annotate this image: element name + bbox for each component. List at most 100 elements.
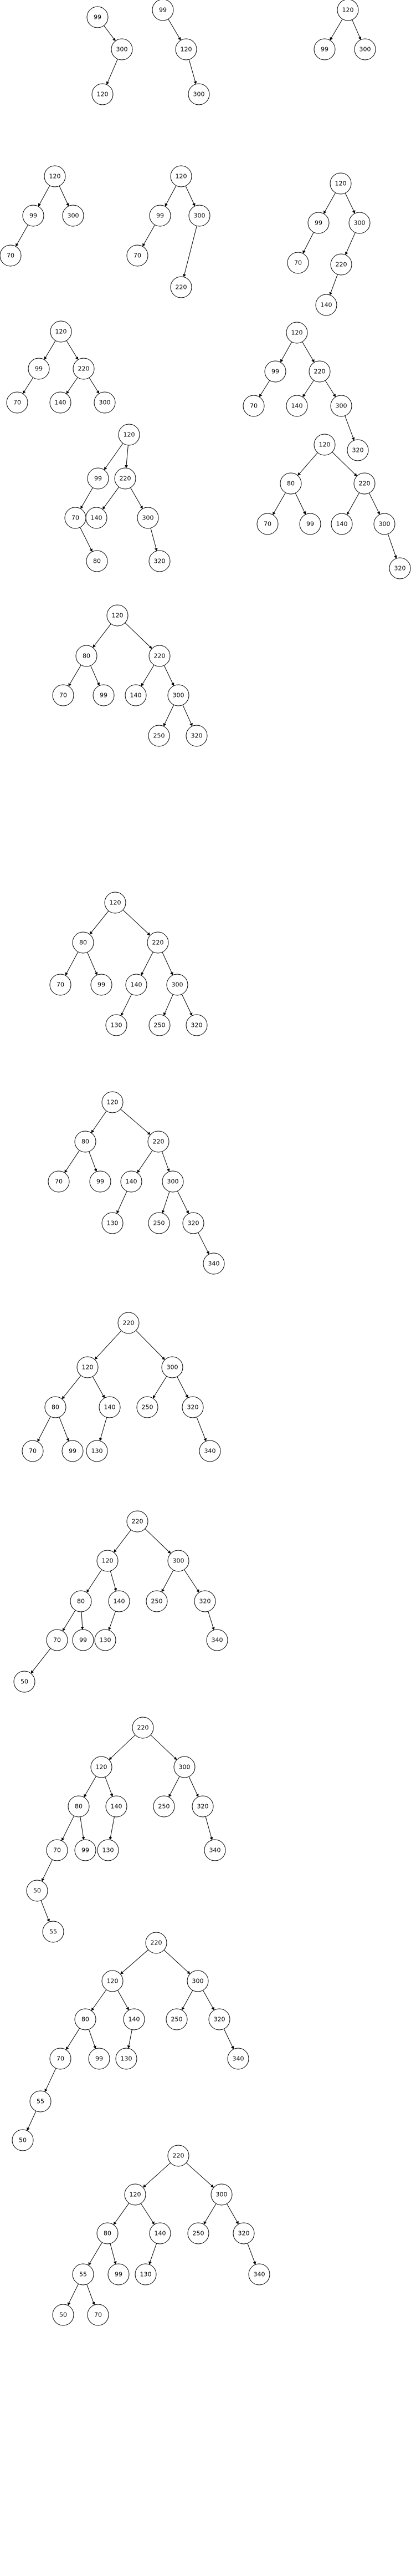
tree-edge <box>44 2068 56 2093</box>
edge-arrowhead <box>96 390 99 394</box>
node-circle <box>206 1629 228 1651</box>
tree-edge <box>142 225 156 247</box>
node-circle <box>167 684 189 706</box>
tree-node: 130 <box>101 1212 124 1234</box>
tree-edge <box>181 1990 193 2010</box>
tree-edge <box>273 492 286 515</box>
edge-arrowhead <box>143 2184 146 2188</box>
node-circle <box>72 2263 94 2285</box>
node-label: 50 <box>20 1678 28 1686</box>
node-label: 99 <box>156 212 164 220</box>
tree-node: 250 <box>136 1396 158 1418</box>
edge-arrowhead <box>88 2262 91 2266</box>
tree-node: 120 <box>90 1756 112 1778</box>
tree-edge <box>67 2283 79 2306</box>
node-circle <box>170 276 192 298</box>
edge-arrowhead <box>30 1670 34 1674</box>
tree-edge <box>15 225 29 247</box>
tree-node: 300 <box>348 212 371 234</box>
tree-edge <box>38 185 50 207</box>
tree-node: 130 <box>105 1014 127 1036</box>
tree-node: 99 <box>307 212 330 234</box>
tree-node: 140 <box>49 391 71 414</box>
node-label: 320 <box>191 732 203 740</box>
tree-node: 70 <box>46 1839 68 1861</box>
edge-arrowhead <box>94 1168 97 1172</box>
tree-node: 99 <box>90 974 112 996</box>
edge-arrowhead <box>126 2007 129 2010</box>
edge-arrowhead <box>142 243 146 247</box>
tree-edge <box>196 1417 207 1442</box>
tree-node: 120 <box>175 38 197 60</box>
node-circle <box>147 931 169 954</box>
tree-edge <box>162 1191 170 1214</box>
tree-edge <box>302 380 314 398</box>
tree-edge <box>345 232 356 255</box>
tree-edge <box>92 1376 105 1398</box>
node-circle <box>248 2263 270 2285</box>
tree-edge <box>302 342 315 363</box>
tree-node: 140 <box>85 507 107 529</box>
tree-node: 300 <box>137 507 159 529</box>
edge-arrowhead <box>173 1757 177 1760</box>
tree-node: 340 <box>248 2263 270 2285</box>
tree-node: 140 <box>125 684 147 706</box>
tree-node: 120 <box>337 0 359 21</box>
node-label: 250 <box>153 732 165 740</box>
node-label: 250 <box>142 1404 153 1411</box>
node-label: 140 <box>336 521 348 528</box>
node-label: 70 <box>29 1448 37 1455</box>
tree-edge <box>88 2029 96 2049</box>
node-circle <box>106 604 129 627</box>
node-circle <box>264 360 286 383</box>
tree-edge <box>116 1191 127 1214</box>
tree-edge <box>89 910 109 935</box>
node-label: 99 <box>35 365 43 373</box>
node-circle <box>114 467 136 490</box>
tree-node: 320 <box>192 1795 214 1818</box>
node-circle <box>49 2048 71 2070</box>
node-label: 140 <box>321 302 332 309</box>
node-label: 320 <box>352 447 364 454</box>
tree-edge <box>44 340 56 360</box>
node-circle <box>96 2222 119 2244</box>
edge-arrowhead <box>170 971 173 975</box>
edge-arrowhead <box>353 473 357 476</box>
tree-edge <box>145 1528 171 1554</box>
node-circle <box>173 1756 196 1778</box>
tree-edge <box>325 380 336 398</box>
tree-edge <box>247 2243 256 2265</box>
node-label: 120 <box>176 173 187 180</box>
tree-node: 140 <box>315 294 337 316</box>
edge-arrowhead <box>127 2045 131 2049</box>
node-label: 130 <box>100 1637 111 1644</box>
tree-edge <box>84 1776 96 1798</box>
edge-arrowhead <box>154 548 158 551</box>
edge-arrowhead <box>93 2045 96 2049</box>
tree-node: 140 <box>149 2222 171 2244</box>
tree-node: 300 <box>210 2183 233 2206</box>
tree-node: 70 <box>126 245 148 267</box>
edge-arrowhead <box>162 1356 165 1360</box>
node-circle <box>166 2008 188 2030</box>
tree-node: 99 <box>93 684 115 706</box>
node-label: 140 <box>129 2016 140 2023</box>
node-circle <box>186 1014 208 1036</box>
node-circle <box>62 205 84 227</box>
edge-arrowhead <box>394 555 397 559</box>
tree-node: 320 <box>233 2222 255 2244</box>
edge-arrowhead <box>161 1210 165 1213</box>
node-circle <box>153 1795 175 1818</box>
node-circle <box>75 645 97 667</box>
edge-arrowhead <box>106 81 110 85</box>
node-circle <box>123 2008 145 2030</box>
node-label: 340 <box>212 1637 223 1644</box>
edge-arrowhead <box>91 1129 95 1133</box>
tree-edge <box>80 527 93 552</box>
edge-arrowhead <box>99 1438 102 1441</box>
tree-node: 50 <box>52 2304 74 2326</box>
edge-arrowhead <box>196 1793 199 1797</box>
edge-arrowhead <box>137 1169 140 1173</box>
